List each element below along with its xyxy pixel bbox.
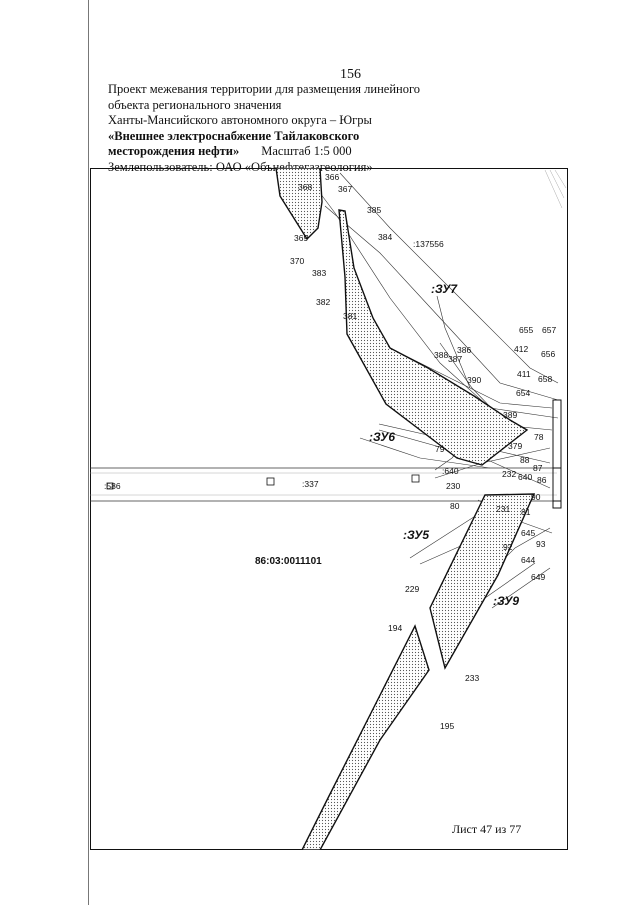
map-scale: Масштаб 1:5 000 — [261, 144, 352, 158]
point-label-90: 90 — [531, 492, 541, 502]
parcel-label: :337 — [302, 479, 319, 489]
point-label-229: 229 — [405, 584, 419, 594]
point-label-389: 389 — [503, 410, 517, 420]
point-label-381: 381 — [343, 311, 357, 321]
parcel-polygon-zu5 — [429, 493, 536, 670]
parcel-polygon-top — [275, 168, 323, 241]
point-label-388: 388 — [434, 350, 448, 360]
header-line-5-row: месторождения нефти» Масштаб 1:5 000 — [108, 144, 428, 160]
point-label-232: 232 — [502, 469, 516, 479]
cadastral-block-number: 86:03:0011101 — [255, 556, 322, 567]
point-label-87: 87 — [533, 463, 543, 473]
point-label-384: 384 — [378, 232, 392, 242]
document-header: Проект межевания территории для размещен… — [108, 82, 428, 175]
point-label-657: 657 — [542, 325, 556, 335]
point-label-230: 230 — [446, 481, 460, 491]
point-label-387: 387 — [448, 354, 462, 364]
point-label-411: 411 — [517, 369, 531, 379]
point-label-370: 370 — [290, 256, 304, 266]
point-label-382: 382 — [316, 297, 330, 307]
zone-label: :ЗУ5 — [403, 528, 429, 542]
parcel-label: :586 — [104, 481, 121, 491]
point-label-92: 92 — [503, 542, 513, 552]
point-label-233: 233 — [465, 673, 479, 683]
point-label-79: 79 — [435, 444, 445, 454]
point-label-81: 81 — [521, 507, 531, 517]
parcel-polygon-zu7-zu6 — [338, 209, 529, 466]
point-label-412: 412 — [514, 344, 528, 354]
survey-markers — [106, 474, 420, 490]
zone-label: :ЗУ6 — [369, 430, 395, 444]
header-line-1: Проект межевания территории для размещен… — [108, 82, 421, 96]
point-label-390: 390 — [467, 375, 481, 385]
top-right-hatch — [544, 169, 567, 209]
right-edge-strip — [552, 399, 562, 509]
point-label-93: 93 — [536, 539, 546, 549]
point-label-231: 231 — [496, 504, 510, 514]
sheet-number: Лист 47 из 77 — [452, 822, 522, 836]
header-line-3: Ханты-Мансийского автономного округа – Ю… — [108, 113, 372, 127]
point-label-368: 368 — [298, 182, 312, 192]
point-label-367: 367 — [338, 184, 352, 194]
point-label-379: 379 — [508, 441, 522, 451]
zone-label: :ЗУ7 — [431, 282, 458, 296]
point-label-366: 366 — [325, 172, 339, 182]
point-label-644: 644 — [521, 555, 535, 565]
binding-margin-line — [88, 0, 89, 905]
point-label-658: 658 — [538, 374, 552, 384]
zone-label: :ЗУ9 — [493, 594, 519, 608]
point-label-655: 655 — [519, 325, 533, 335]
point-label-385: 385 — [367, 205, 381, 215]
point-label-80: 80 — [450, 501, 460, 511]
point-label-78: 78 — [534, 432, 544, 442]
header-line-2: объекта регионального значения — [108, 97, 282, 112]
point-label-383: 383 — [312, 268, 326, 278]
point-label-369: 369 — [294, 233, 308, 243]
point-label-656: 656 — [541, 349, 555, 359]
point-label-194: 194 — [388, 623, 402, 633]
page-number: 156 — [340, 67, 361, 82]
road-corridor — [90, 467, 557, 502]
parcel-label: :137556 — [413, 239, 444, 249]
point-label-88: 88 — [520, 455, 530, 465]
point-label-645: 645 — [521, 528, 535, 538]
parcel-label: :640 — [442, 466, 459, 476]
parcel-polygons — [275, 168, 536, 850]
point-label-640: 640 — [518, 472, 532, 482]
header-line-4: «Внешнее электроснабжение Тайлаковского — [108, 128, 360, 143]
point-label-649: 649 — [531, 572, 545, 582]
map-frame — [90, 168, 568, 850]
parcel-polygon-lower — [301, 624, 430, 850]
header-line-5: месторождения нефти» — [108, 144, 240, 158]
point-label-654: 654 — [516, 388, 530, 398]
point-label-195: 195 — [440, 721, 454, 731]
point-label-386: 386 — [457, 345, 471, 355]
point-label-86: 86 — [537, 475, 547, 485]
